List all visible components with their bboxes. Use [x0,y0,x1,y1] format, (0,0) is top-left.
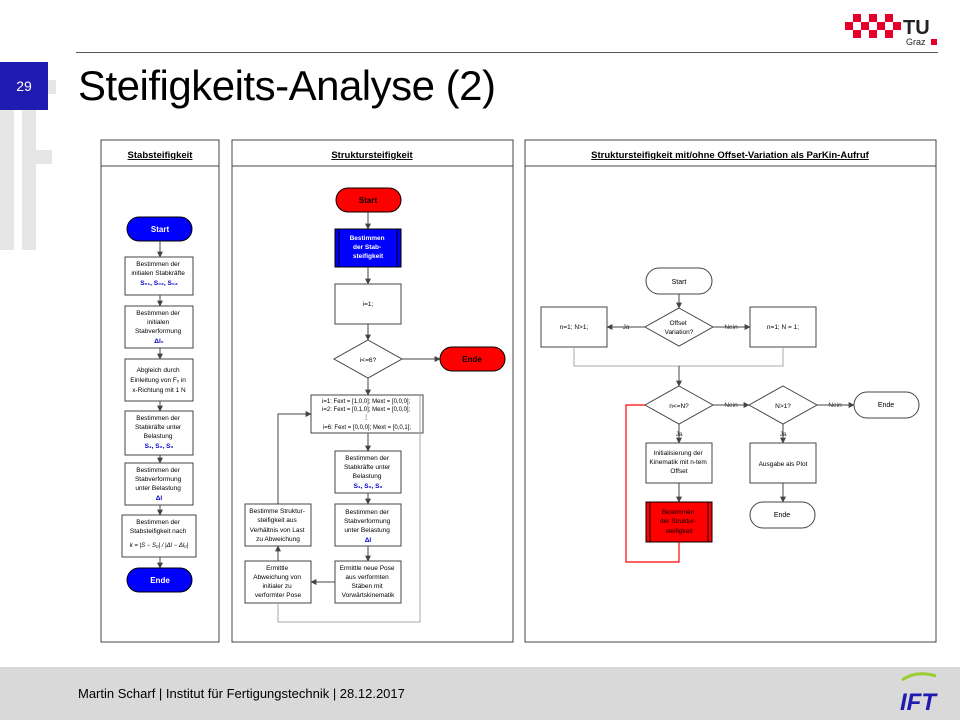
lane3-box-left-text: n=1; N>1; [560,324,589,331]
lane3-end-1-label: Ende [878,402,894,409]
lane2-decision-text: i<=6? [360,357,377,364]
lane3-decision-offset [643,307,715,347]
lane3-decision-offset-text: Offset Variation? [665,320,694,336]
lane1-end-label: Ende [150,576,170,585]
lane3-label-nein-3: Nein [828,402,842,409]
lane3-box-right [749,306,817,348]
lane-struktursteifigkeit: Struktursteifigkeit Start Bestimmen der … [231,139,514,643]
lane2-box-i1 [334,283,402,325]
flow-diagram: Stabsteifigkeit Start Bestimmen der init… [100,139,937,643]
lane1-box3 [124,358,194,402]
lane3-end-2-label: Ende [774,512,790,519]
lane3-label-nein-1: Nein [724,324,738,331]
lane1-end [126,567,193,593]
lane3-box-red [645,501,713,543]
lane2-title: Struktursteifigkeit [331,150,413,161]
lane1-box1 [124,256,194,296]
page-title: Steifigkeits-Analyse (2) [78,62,496,109]
lane3-decision-n-text: n<=N? [669,403,689,410]
slide-number: 29 [0,62,48,110]
lane2-box-verformung [334,503,402,547]
tu-graz-logo: TU Graz [845,14,937,47]
lane3-title: Struktursteifigkeit mit/ohne Offset-Vari… [591,150,869,161]
lane2-box-stabkraefte [334,450,402,494]
lane2-box-stabkraefte-text: Bestimmen der Stabkräfte unter Belastung… [344,455,392,490]
lane2-box-abweichung-text: Ermittle Abweichung von initialer zu ver… [253,565,303,599]
lane1-box5-text: Bestimmen der Stabverformung unter Belas… [135,467,183,502]
lane1-box1-text: Bestimmen der initialen Stabkräfte S₀₁, … [131,261,186,287]
lane2-box-pose-text: Ermittle neue Pose aus verformten Stäben… [340,565,397,599]
lane2-box-fext [310,394,424,434]
lane3-box-init-text: Initialisierung der Kinematik mit n-tem … [649,450,708,475]
lane3-label-ja-1: Ja [623,324,630,331]
lane2-box-abweichung [244,560,312,604]
lane1-box6 [121,514,197,558]
lane2-end [439,346,506,372]
lane1-box2 [124,305,194,349]
lane2-box-stabsteifigkeit [334,228,402,268]
lane1-box4 [124,410,194,456]
lane2-box-last-text: Bestimme Struktur- steifigkeit aus Verhä… [249,508,306,543]
lane2-box-stabsteifigkeit-text: Bestimmen der Stab- steifigkeit [350,235,387,260]
lane1-box5 [124,462,194,506]
lane-parkin: Struktursteifigkeit mit/ohne Offset-Vari… [524,139,937,643]
lane3-label-nein-2: Nein [724,402,738,409]
lane2-start-label: Start [359,196,378,205]
lane1-box6-text: Bestimmen der Stabsteifigkeit nach k = |… [130,519,189,549]
lane2-box-i1-text: i=1; [363,301,374,308]
lane3-box-plot-text: Ausgabe als Plot [759,461,808,468]
lane1-box2-text: Bestimmen der initialen Stabverformung Δ… [135,310,183,345]
lane3-box-init [645,442,713,484]
footer-bar [0,667,960,720]
lane1-box3-text: Abgleich durch Einleitung von Fₓ in x-Ri… [130,367,187,394]
lane2-box-fext-text: i=1: Fext = [1,0,0]; Mext = [0,0,0]; i=2… [322,399,412,431]
lane1-start-label: Start [151,225,170,234]
tu-text: TU [903,17,930,39]
lane1-box4-text: Bestimmen der Stabkräfte unter Belastung… [135,415,183,450]
lane3-decision-N-text: N>1? [775,403,791,410]
header-rule [76,52,938,53]
lane3-end-2 [749,501,816,529]
ift-logo-text: IFT [900,689,938,714]
lane3-label-ja-3: Ja [780,431,787,438]
lane2-end-label: Ende [462,355,482,364]
lane3-end-1 [853,391,920,419]
lane3-box-red-text: Bestimmen der Struktur- steifigkeit [660,509,698,535]
lane-stabsteifigkeit: Stabsteifigkeit Start Bestimmen der init… [100,139,220,643]
lane3-start-label: Start [672,279,687,286]
graz-text: Graz [906,37,926,47]
lane3-box-left [540,306,608,348]
lane2-box-last [244,503,312,547]
footer-text: Martin Scharf | Institut für Fertigungst… [78,686,405,701]
lane3-box-right-text: n=1; N = 1; [767,324,799,331]
lane3-label-ja-2: Ja [676,431,683,438]
ift-logo: IFT [900,672,938,714]
lane2-box-verformung-text: Bestimmen der Stabverformung unter Belas… [344,509,392,544]
lane1-title: Stabsteifigkeit [128,150,194,161]
